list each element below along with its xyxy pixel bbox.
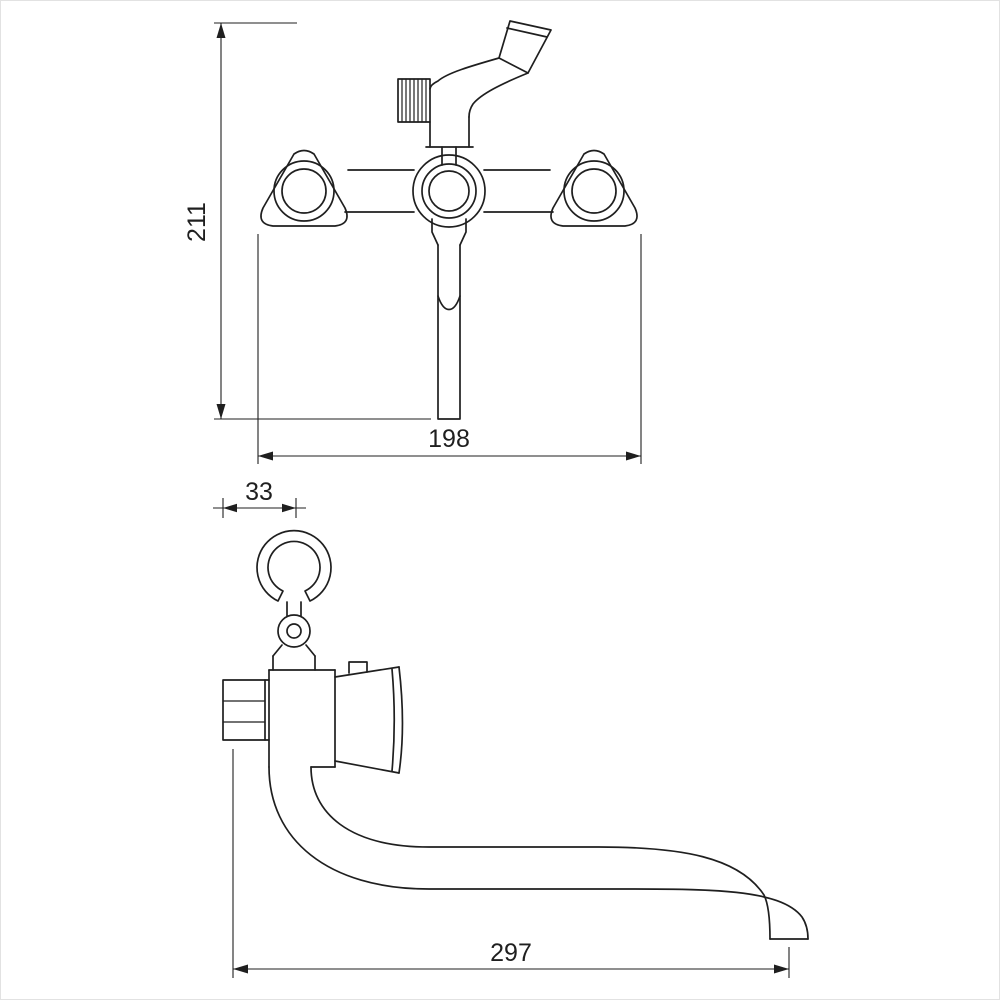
spout-curve: [268, 766, 809, 940]
holder-pivot: [272, 614, 316, 671]
dim-offset-label: 33: [245, 478, 273, 506]
dim-arrow-left-icon: [258, 451, 273, 461]
hose-connector: [397, 78, 431, 123]
wall-nut: [222, 679, 270, 741]
dimension-length-297: 297: [232, 749, 790, 978]
valve-body: [268, 661, 368, 768]
front-spout-tube: [431, 218, 467, 420]
dim-arrow-left-icon: [233, 964, 248, 974]
shower-holder-bracket: [256, 529, 332, 617]
dim-arrow-right-icon: [282, 503, 296, 513]
dim-arrow-right-icon: [774, 964, 789, 974]
dim-arrow-down-icon: [216, 404, 226, 419]
right-handle: [550, 149, 638, 227]
dimension-height-211: 211: [183, 22, 431, 420]
shower-outlet: [429, 20, 552, 118]
handle-knob: [334, 666, 404, 774]
side-view: [222, 529, 809, 940]
dimension-offset-33: 33: [213, 478, 306, 518]
dim-length-label: 297: [490, 939, 532, 967]
dim-width-label: 198: [428, 425, 470, 453]
diverter-ring: [421, 163, 477, 219]
dim-arrow-up-icon: [216, 23, 226, 38]
left-handle: [260, 149, 348, 227]
front-view: [260, 20, 638, 420]
dim-arrow-right-icon: [626, 451, 641, 461]
dim-height-label: 211: [183, 202, 211, 242]
dim-arrow-left-icon: [223, 503, 237, 513]
dimension-width-198: 198: [257, 234, 642, 464]
mixer-body: [344, 116, 554, 228]
